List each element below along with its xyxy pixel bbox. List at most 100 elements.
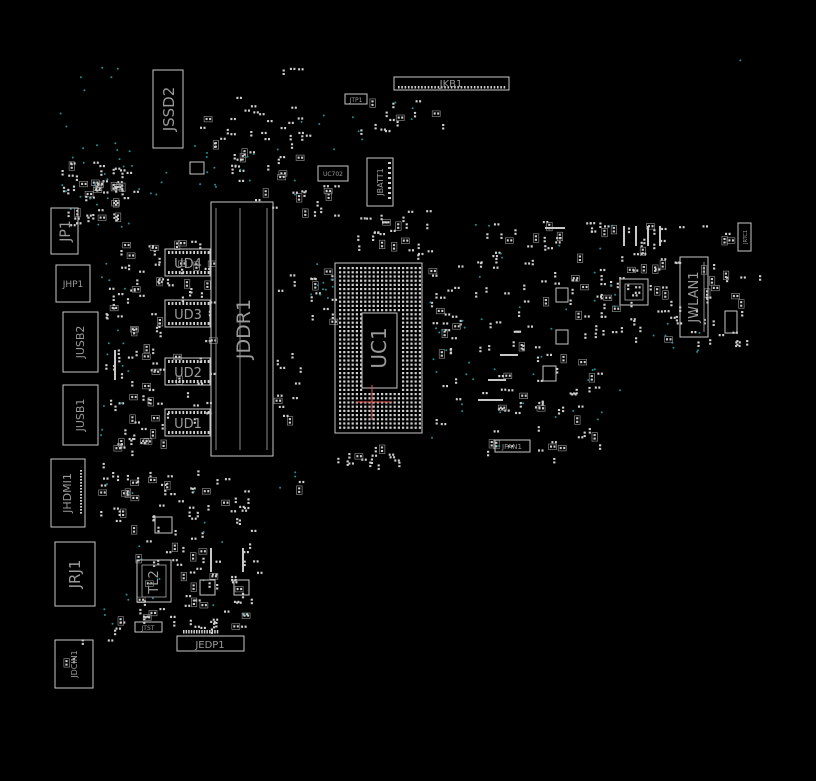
smd-passive — [247, 498, 250, 504]
smd-passive — [127, 356, 134, 359]
smd-passive — [604, 225, 610, 228]
smd-passive — [482, 392, 488, 395]
smd-passive — [150, 429, 157, 439]
ic-misc-5[interactable] — [555, 287, 569, 303]
smd-passive — [126, 252, 136, 259]
component-jp1[interactable]: JP1 — [50, 207, 79, 255]
smd-passive — [230, 117, 236, 121]
smd-passive — [361, 458, 367, 461]
smd-passive — [164, 489, 167, 496]
smd-passive — [153, 250, 156, 256]
smd-passive — [166, 278, 170, 285]
smd-passive — [173, 621, 176, 627]
smd-passive — [316, 201, 319, 207]
component-ud3[interactable]: UD3 — [164, 299, 211, 328]
smd-passive — [543, 236, 546, 243]
smd-passive — [213, 622, 216, 629]
component-jrtc1[interactable]: JRTC1 — [737, 222, 752, 252]
component-jddr1[interactable]: JDDR1 — [210, 201, 274, 457]
smd-passive — [444, 329, 451, 332]
component-jtst[interactable]: JTST — [134, 621, 163, 633]
smd-passive — [129, 414, 136, 424]
smd-passive — [536, 356, 540, 363]
smd-passive — [100, 511, 103, 517]
smd-passive — [241, 592, 245, 599]
smd-passive — [454, 286, 460, 289]
smd-passive — [571, 288, 574, 295]
ic-misc-8[interactable] — [189, 161, 205, 175]
ic-misc-1[interactable] — [154, 516, 173, 534]
smd-passive — [635, 337, 638, 343]
component-uc1[interactable]: UC1 — [334, 262, 423, 434]
component-jhp1[interactable]: JHP1 — [55, 264, 91, 303]
smd-passive — [670, 300, 673, 307]
component-jusb2[interactable]: JUSB2 — [62, 311, 99, 373]
ic-misc-2[interactable] — [199, 579, 216, 596]
ic-misc-6[interactable] — [555, 329, 569, 345]
smd-passive — [257, 571, 263, 574]
smd-passive — [118, 356, 121, 363]
smd-passive — [292, 191, 298, 194]
smd-passive — [110, 399, 113, 406]
smd-passive — [215, 560, 221, 563]
smd-passive — [244, 490, 250, 493]
smd-passive — [286, 416, 294, 426]
smd-passive — [366, 217, 372, 220]
smd-passive — [320, 207, 323, 214]
component-jhdmi1[interactable]: JHDMI1 — [50, 458, 86, 528]
smd-passive — [113, 445, 123, 452]
ud2-label: UD2 — [174, 366, 202, 381]
component-jtp1[interactable]: JTP1 — [344, 93, 368, 105]
ic-misc-7[interactable] — [724, 310, 738, 334]
smd-passive — [703, 318, 706, 325]
smd-passive — [174, 530, 177, 536]
smd-passive — [120, 446, 126, 449]
component-ud2[interactable]: UD2 — [164, 357, 211, 386]
smd-passive — [449, 348, 453, 354]
smd-passive — [283, 414, 289, 417]
smd-passive — [292, 397, 298, 400]
smd-passive — [92, 214, 95, 220]
smd-passives-layer — [61, 67, 762, 668]
component-ud4[interactable]: UD4 — [164, 248, 211, 277]
component-uc702[interactable]: UC702 — [317, 165, 349, 182]
smd-passive — [143, 615, 149, 618]
component-jedp1[interactable]: JEDP1 — [176, 630, 245, 652]
smd-passive — [262, 188, 269, 198]
smd-passive — [160, 439, 167, 449]
smd-passive — [360, 217, 366, 220]
ic-misc-3[interactable] — [233, 579, 250, 596]
component-tl2[interactable]: TL2 — [136, 559, 172, 603]
smd-passive — [124, 488, 131, 498]
smd-passive — [291, 353, 294, 359]
ic-wlan-controller[interactable] — [619, 278, 649, 306]
smd-passive — [588, 373, 596, 383]
smd-passive — [620, 327, 623, 333]
smd-passive — [202, 488, 211, 495]
smd-passive — [507, 389, 514, 392]
smd-passive — [578, 359, 588, 366]
smd-passive — [325, 191, 332, 201]
component-jkb1[interactable]: JKB1 — [393, 76, 510, 91]
smd-passive — [575, 310, 582, 321]
component-jwlan1[interactable]: JWLAN1 — [679, 256, 709, 338]
ic-misc-4[interactable] — [542, 365, 557, 382]
smd-passive — [392, 102, 395, 109]
smd-passive — [451, 315, 458, 318]
smd-passive — [131, 525, 138, 535]
component-jssd2[interactable]: JSSD2 — [152, 69, 184, 149]
smd-passive — [152, 362, 158, 365]
component-jusb1[interactable]: JUSB1 — [62, 384, 99, 446]
smd-passive — [323, 268, 333, 275]
smd-passive — [639, 326, 642, 333]
smd-passive — [216, 584, 219, 590]
smd-passive — [374, 446, 377, 453]
component-jdcin1[interactable]: JDCIN1 — [54, 639, 94, 689]
component-jfan1[interactable]: JFAN1 — [494, 439, 531, 453]
component-jbatt1[interactable]: JBATT1 — [366, 157, 394, 207]
smd-passive — [432, 274, 438, 277]
smd-passive — [190, 552, 197, 562]
component-jrj1[interactable]: JRJ1 — [54, 541, 96, 607]
component-ud1[interactable]: UD1 — [164, 408, 211, 437]
via-layer — [59, 59, 742, 625]
